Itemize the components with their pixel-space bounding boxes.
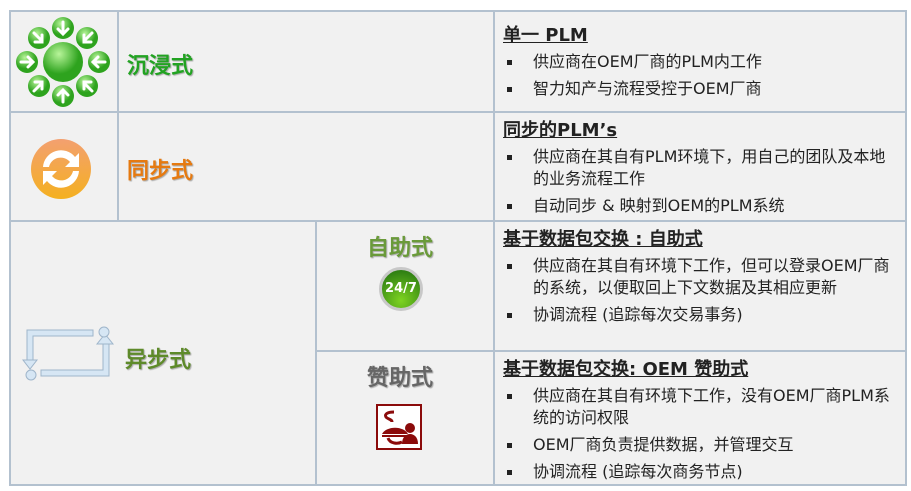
- description-heading: 单一 PLM: [503, 25, 588, 46]
- sync-icon: [31, 139, 91, 199]
- sponsored-desc-cell: 基于数据包交换: OEM 赞助式 供应商在其自有环境下工作，没有OEM厂商PLM…: [493, 350, 907, 486]
- bullet-item: 自动同步 & 映射到OEM的PLM系统: [503, 195, 899, 217]
- sync-description: 同步的PLM’s 供应商在其自有PLM环境下，用自己的团队及本地的业务流程工作自…: [503, 119, 899, 222]
- bullet-item: 智力知产与流程受控于OEM厂商: [503, 78, 899, 100]
- sponsored-description: 基于数据包交换: OEM 赞助式 供应商在其自有环境下工作，没有OEM厂商PLM…: [503, 358, 899, 488]
- service-provider-icon: [376, 404, 422, 450]
- mode-label-sync: 同步式: [127, 159, 194, 184]
- bullet-item: 协调流程 (追踪每次商务节点): [503, 461, 899, 483]
- bullet-item: 供应商在OEM厂商的PLM内工作: [503, 51, 899, 73]
- mode-label-immersive: 沉浸式: [127, 54, 194, 79]
- bullet-item: 供应商在其自有PLM环境下，用自己的团队及本地的业务流程工作: [503, 146, 899, 190]
- mode-label-self-service: 自助式: [367, 236, 434, 261]
- self-service-description: 基于数据包交换 : 自助式 供应商在其自有环境下工作，但可以登录OEM厂商的系统…: [503, 228, 899, 331]
- immersive-desc-cell: 单一 PLM 供应商在OEM厂商的PLM内工作智力知产与流程受控于OEM厂商: [493, 10, 907, 113]
- 24-7-icon: 24/7: [379, 267, 423, 311]
- sync-icon-cell: [9, 111, 119, 222]
- self-service-label-cell: 自助式 24/7: [315, 220, 495, 352]
- bullet-item: 供应商在其自有环境下工作，没有OEM厂商PLM系统的访问权限: [503, 385, 899, 429]
- sync-label-cell: 同步式: [117, 111, 495, 222]
- bullet-item: 供应商在其自有环境下工作，但可以登录OEM厂商的系统，以便取回上下文数据及其相应…: [503, 255, 899, 299]
- sponsored-label-cell: 赞助式: [315, 350, 495, 486]
- description-heading: 同步的PLM’s: [503, 120, 618, 141]
- immersive-description: 单一 PLM 供应商在OEM厂商的PLM内工作智力知产与流程受控于OEM厂商: [503, 24, 899, 105]
- sync-desc-cell: 同步的PLM’s 供应商在其自有PLM环境下，用自己的团队及本地的业务流程工作自…: [493, 111, 907, 222]
- bullet-item: OEM厂商负责提供数据，并管理交互: [503, 434, 899, 456]
- converging-arrows-icon: [16, 17, 110, 107]
- async-loop-icon: [21, 326, 115, 381]
- immersive-icon-cell: [9, 10, 119, 113]
- async-label-cell: 异步式: [9, 220, 317, 486]
- mode-label-async: 异步式: [125, 348, 192, 373]
- description-heading: 基于数据包交换 : 自助式: [503, 229, 703, 250]
- mode-label-sponsored: 赞助式: [367, 366, 434, 391]
- bullet-item: 协调流程 (追踪每次交易事务): [503, 304, 899, 326]
- description-heading: 基于数据包交换: OEM 赞助式: [503, 359, 749, 380]
- self-service-desc-cell: 基于数据包交换 : 自助式 供应商在其自有环境下工作，但可以登录OEM厂商的系统…: [493, 220, 907, 352]
- immersive-label-cell: 沉浸式: [117, 10, 495, 113]
